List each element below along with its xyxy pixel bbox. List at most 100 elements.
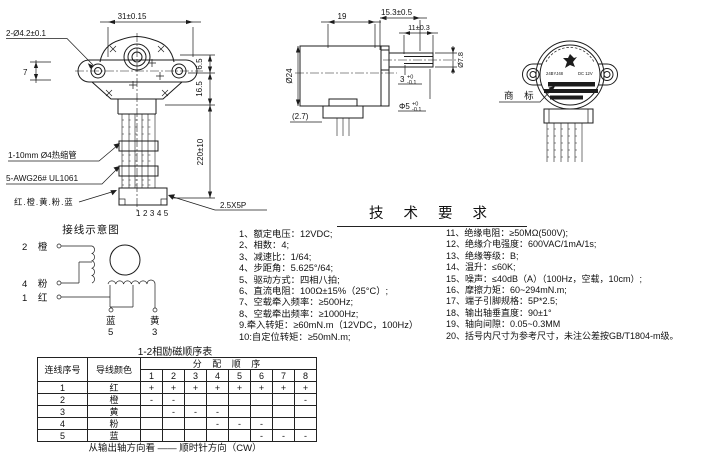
dim-offset: 7 xyxy=(23,68,28,77)
dim-shaft-dia: Φ5 +0 -0.1 xyxy=(399,93,423,114)
step-header: 1 xyxy=(140,369,163,382)
cell xyxy=(206,393,229,406)
nameplate-bar xyxy=(550,95,583,100)
cell: + xyxy=(140,381,163,394)
cell: - xyxy=(294,393,317,406)
terminal-2-orange: 2 橙 xyxy=(22,241,51,253)
cell: + xyxy=(294,381,317,394)
step-header: 3 xyxy=(184,369,207,382)
tech-item: 1、额定电压：12VDC; xyxy=(239,229,333,239)
wire-no: 3 xyxy=(37,405,88,418)
dim-boss-dia: Ø7.8 xyxy=(456,52,465,68)
label-heatshrink: 1-10mm Ø4热缩管 xyxy=(8,150,77,160)
cell: - xyxy=(206,405,229,418)
cell: + xyxy=(162,381,185,394)
cell: - xyxy=(162,393,185,406)
tech-item: 13、绝缘等级：B; xyxy=(446,250,519,261)
cell: - xyxy=(140,393,163,406)
cell xyxy=(228,393,251,406)
cell xyxy=(162,417,185,430)
rear-wires xyxy=(543,108,594,162)
step-header: 6 xyxy=(250,369,273,382)
dim-body: 16.5 xyxy=(195,81,204,97)
wire-color: 橙 xyxy=(87,393,141,406)
cell: + xyxy=(184,381,207,394)
tech-item: 3、减速比：1/64; xyxy=(239,251,312,262)
wire-no: 2 xyxy=(37,393,88,406)
cell xyxy=(272,393,295,406)
cell: + xyxy=(228,381,251,394)
terminal-3-yellow-num: 3 xyxy=(152,327,157,338)
tech-items-right: 11、绝缘电阻：≥50MΩ(500V); 12、绝缘介电强度：600VAC/1m… xyxy=(446,228,679,342)
cell xyxy=(140,405,163,418)
cell xyxy=(228,405,251,418)
table-row: 4 粉 - - - xyxy=(37,417,317,430)
front-outline xyxy=(75,33,203,213)
terminal-4-pink: 4 粉 xyxy=(22,278,51,290)
table-row: 3 黄 - - - xyxy=(37,405,317,418)
tech-item: 12、绝缘介电强度：600VAC/1mA/1s; xyxy=(446,239,597,250)
dim-holes: 2-Ø4.2±0.1 xyxy=(6,29,47,38)
tech-item: 14、温升：≤60K; xyxy=(446,262,516,273)
cell: - xyxy=(206,417,229,430)
rotation-note: 从输出轴方向看 —— 顺时针方向（CW） xyxy=(88,443,262,454)
cell xyxy=(140,417,163,430)
tech-item: 18、输出轴垂直度：90±1° xyxy=(446,307,552,318)
wiring-title: 接线示意图 xyxy=(62,223,120,236)
dim-width-top: 31±0.15 xyxy=(118,12,147,21)
tech-item: 6、直流电阻：100Ω±15%（25°C）; xyxy=(239,286,389,297)
cell xyxy=(250,405,273,418)
cell xyxy=(272,405,295,418)
table-row: 1 红 + + + + + + + + xyxy=(37,381,317,394)
wire-no: 4 xyxy=(37,417,88,430)
front-wire-labels: 1-10mm Ø4热缩管 5-AWG26# UL1061 红.橙.黄.粉.蓝 xyxy=(6,143,120,207)
label-wire-spec: 5-AWG26# UL1061 xyxy=(6,173,78,183)
step-header: 2 xyxy=(162,369,185,382)
nameplate-bar xyxy=(544,89,598,93)
step-header: 7 xyxy=(272,369,295,382)
step-header: 5 xyxy=(228,369,251,382)
table-header-row: 连线序号 导线颜色 分 配 顺 序 xyxy=(37,357,317,382)
dim-shaft-dia-main: Φ5 xyxy=(399,102,410,111)
label-connector: 2.5X5P xyxy=(220,201,246,210)
cell: - xyxy=(228,417,251,430)
dim-ear: 6.5 xyxy=(195,58,204,70)
side-view-drawing: 19 15.3±0.5 11±0.3 Ø24 Ø7.8 3 xyxy=(285,8,465,136)
wiring-circuit: 2 橙 4 粉 1 红 蓝 5 黄 3 xyxy=(22,241,160,338)
step-header: 4 xyxy=(206,369,229,382)
dim-flat-len: 11±0.3 xyxy=(408,23,430,32)
rear-view-drawing: 24BYJ48 DC 12V 商 标 xyxy=(499,40,618,162)
cell xyxy=(184,393,207,406)
col-wire-color: 导线颜色 xyxy=(87,357,141,382)
tech-item: 7、空载牵入频率：≥500Hz; xyxy=(239,297,354,308)
cell: + xyxy=(272,381,295,394)
nameplate-bar xyxy=(548,82,595,87)
table-row: 5 蓝 - - - xyxy=(37,429,317,442)
tech-item: 10:自定位转矩：≥50mN.m; xyxy=(239,331,351,342)
label-wire-colors: 红.橙.黄.粉.蓝 xyxy=(14,197,74,207)
tech-item: 4、步距角：5.625°/64; xyxy=(239,263,334,274)
side-dimensions: 19 15.3±0.5 11±0.3 Ø24 Ø7.8 3 xyxy=(285,8,465,123)
sequence-table-title: 1-2相励磁顺序表 xyxy=(137,347,213,358)
wire-color: 粉 xyxy=(87,417,141,430)
front-dimensions: 31±0.15 2-Ø4.2±0.1 7 6.5 16.5 220±10 2.5… xyxy=(6,12,267,218)
dim-ref: (2.7) xyxy=(292,112,309,121)
tech-items-left: 1、额定电压：12VDC; 2、相数：4; 3、减速比：1/64; 4、步距角：… xyxy=(239,229,418,343)
sequence-table: 连线序号 导线颜色 分 配 顺 序 1 2 3 4 5 6 7 8 1 红 + … xyxy=(37,357,317,442)
table-row: 2 橙 - - - xyxy=(37,393,317,406)
step-header: 8 xyxy=(294,369,317,382)
cell: - xyxy=(184,405,207,418)
nameplate: 24BYJ48 DC 12V xyxy=(544,47,598,100)
dim-shaft-tol-dn: -0.1 xyxy=(412,107,421,113)
cell xyxy=(184,417,207,430)
wire-color: 红 xyxy=(87,381,141,394)
trademark-callout: 商 标 xyxy=(499,86,555,103)
cell: + xyxy=(250,381,273,394)
tech-item: 5、驱动方式：四相八拍; xyxy=(239,274,340,285)
wire-no: 5 xyxy=(37,429,88,442)
tech-item: 2、相数：4; xyxy=(239,240,290,251)
brand-logo xyxy=(563,54,577,68)
wire-ribbon xyxy=(118,114,159,188)
dim-shaft-tol-up: +0 xyxy=(412,102,418,108)
